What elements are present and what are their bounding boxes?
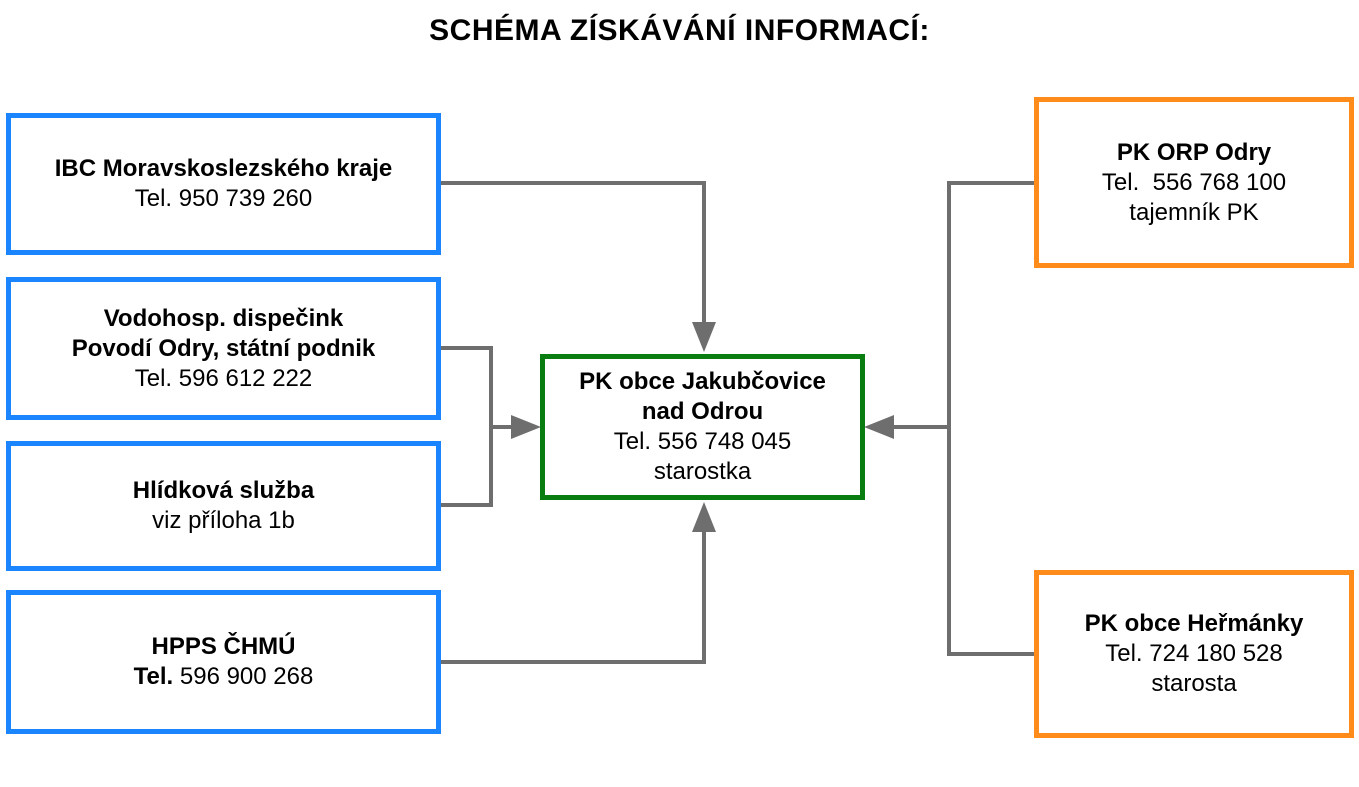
- box-pk-orp-odry: PK ORP Odry Tel. 556 768 100 tajemník PK: [1034, 97, 1354, 268]
- box-hpps-chmu: HPPS ČHMÚ Tel. 596 900 268: [6, 590, 441, 734]
- box-pk-obce-hermanky: PK obce Heřmánky Tel. 724 180 528 staros…: [1034, 570, 1354, 738]
- box-center-name-line2: nad Odrou: [641, 398, 764, 425]
- box-vodohosp-dispecink: Vodohosp. dispečink Povodí Odry, státní …: [6, 277, 441, 420]
- box-hpps-phone: Tel. 596 900 268: [134, 662, 314, 692]
- arrowhead-left: [511, 415, 541, 439]
- box-center-name-line1: PK obce Jakubčovice: [579, 368, 826, 395]
- box-orp-phone: Tel. 556 768 100: [1101, 168, 1287, 196]
- box-center-phone: Tel. 556 748 045: [613, 428, 792, 455]
- box-hermanky-role: starosta: [1151, 670, 1237, 697]
- connector-vodohosp-to-center: [440, 346, 493, 507]
- box-ibc-phone: Tel. 950 739 260: [134, 185, 313, 212]
- connector-right-trunk: [947, 181, 1037, 656]
- diagram-title: SCHÉMA ZÍSKÁVÁNÍ INFORMACÍ:: [429, 14, 930, 47]
- box-ibc-moravskoslezskeho-kraje: IBC Moravskoslezského kraje Tel. 950 739…: [6, 113, 441, 255]
- box-hlidkova-note: viz příloha 1b: [152, 507, 295, 534]
- connector-ibc-to-center: [440, 181, 706, 330]
- box-hermanky-name: PK obce Heřmánky: [1084, 610, 1304, 637]
- box-hermanky-phone: Tel. 724 180 528: [1105, 640, 1283, 667]
- box-hpps-name: HPPS ČHMÚ: [151, 633, 296, 660]
- box-hpps-phone-label: Tel.: [133, 663, 174, 690]
- box-orp-role: tajemník PK: [1129, 198, 1259, 226]
- box-orp-name: PK ORP Odry: [1116, 138, 1272, 166]
- box-vodohosp-phone: Tel. 596 612 222: [134, 364, 313, 392]
- box-pk-obce-jakubcovice: PK obce Jakubčovice nad Odrou Tel. 556 7…: [540, 354, 865, 500]
- box-hlidkova-name: Hlídková služba: [132, 477, 315, 504]
- connector-hpps-to-center: [440, 525, 706, 664]
- box-ibc-name: IBC Moravskoslezského kraje: [54, 155, 393, 182]
- arrowhead-right: [864, 415, 894, 439]
- box-vodohosp-name-line2: Povodí Odry, státní podnik: [71, 334, 376, 362]
- box-hpps-phone-number: 596 900 268: [179, 663, 314, 690]
- box-hlidkova-sluzba: Hlídková služba viz příloha 1b: [6, 441, 441, 571]
- box-center-role: starostka: [653, 458, 752, 485]
- box-vodohosp-name-line1: Vodohosp. dispečink: [103, 304, 344, 332]
- arrowhead-bottom: [692, 502, 716, 532]
- arrowhead-top: [692, 322, 716, 352]
